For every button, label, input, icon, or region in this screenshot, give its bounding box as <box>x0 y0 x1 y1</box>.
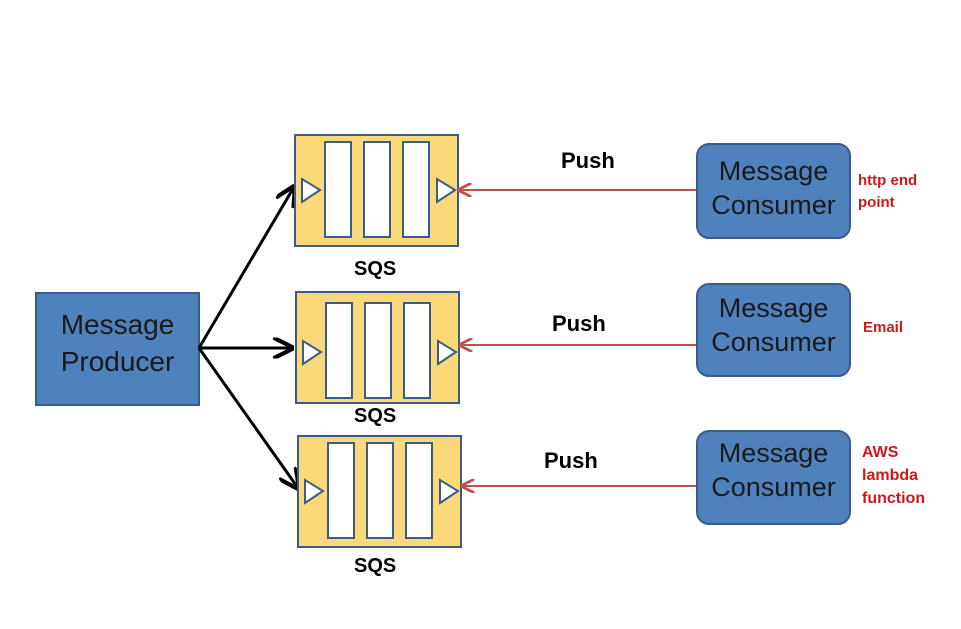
push-label-3: Push <box>544 448 598 473</box>
consumer-3-note-line1: AWS <box>862 444 899 461</box>
consumer-2-label: Message Consumer <box>697 294 850 357</box>
consumer-1-line2: Consumer <box>711 190 836 221</box>
producer-to-queue-3-arrow <box>197 347 298 488</box>
consumer-2-line2: Consumer <box>711 327 836 358</box>
queue-3-label: SQS <box>354 555 397 577</box>
consumer-1-note: http end point <box>858 170 917 214</box>
producer-box <box>35 292 200 406</box>
consumer-1-note-line2: point <box>858 193 895 211</box>
queue-1-out-triangle <box>436 177 457 204</box>
consumer-1-note-line1: http end <box>858 172 918 189</box>
queue-2-in-triangle <box>302 339 323 366</box>
consumer-2-note: Email <box>863 317 903 339</box>
push-label-1: Push <box>561 148 615 173</box>
consumer-box-3 <box>696 430 851 525</box>
queue-2 <box>295 291 460 404</box>
queue-1 <box>294 134 459 247</box>
producer-label-line1: Message <box>60 309 175 340</box>
producer-label: Message Producer <box>36 310 199 377</box>
consumer-3-note: AWS lambda function <box>862 441 925 511</box>
consumer-2-note-line1: Email <box>863 319 904 336</box>
consumer-1-line1: Message <box>718 156 829 186</box>
queue-1-in-triangle <box>301 177 322 204</box>
consumer-box-1 <box>696 143 851 239</box>
producer-to-queue-1-arrow <box>197 187 294 349</box>
producer-label-line2: Producer <box>60 346 175 378</box>
queue-2-label: SQS <box>354 405 397 427</box>
consumer-box-2 <box>696 283 851 377</box>
consumer-3-note-line2: lambda <box>862 467 919 485</box>
consumer-3-line1: Message <box>718 438 829 468</box>
queue-3-in-triangle <box>304 478 325 505</box>
consumer-3-note-line3: function <box>862 490 926 508</box>
consumer-3-label: Message Consumer <box>697 439 850 502</box>
consumer-1-label: Message Consumer <box>697 157 850 220</box>
queue-1-label: SQS <box>354 258 397 280</box>
queue-3 <box>297 435 462 548</box>
queue-2-out-triangle <box>437 339 458 366</box>
consumer-2-line1: Message <box>718 293 829 323</box>
queue-3-out-triangle <box>439 478 460 505</box>
push-label-2: Push <box>552 311 606 336</box>
consumer-3-line2: Consumer <box>711 472 836 503</box>
